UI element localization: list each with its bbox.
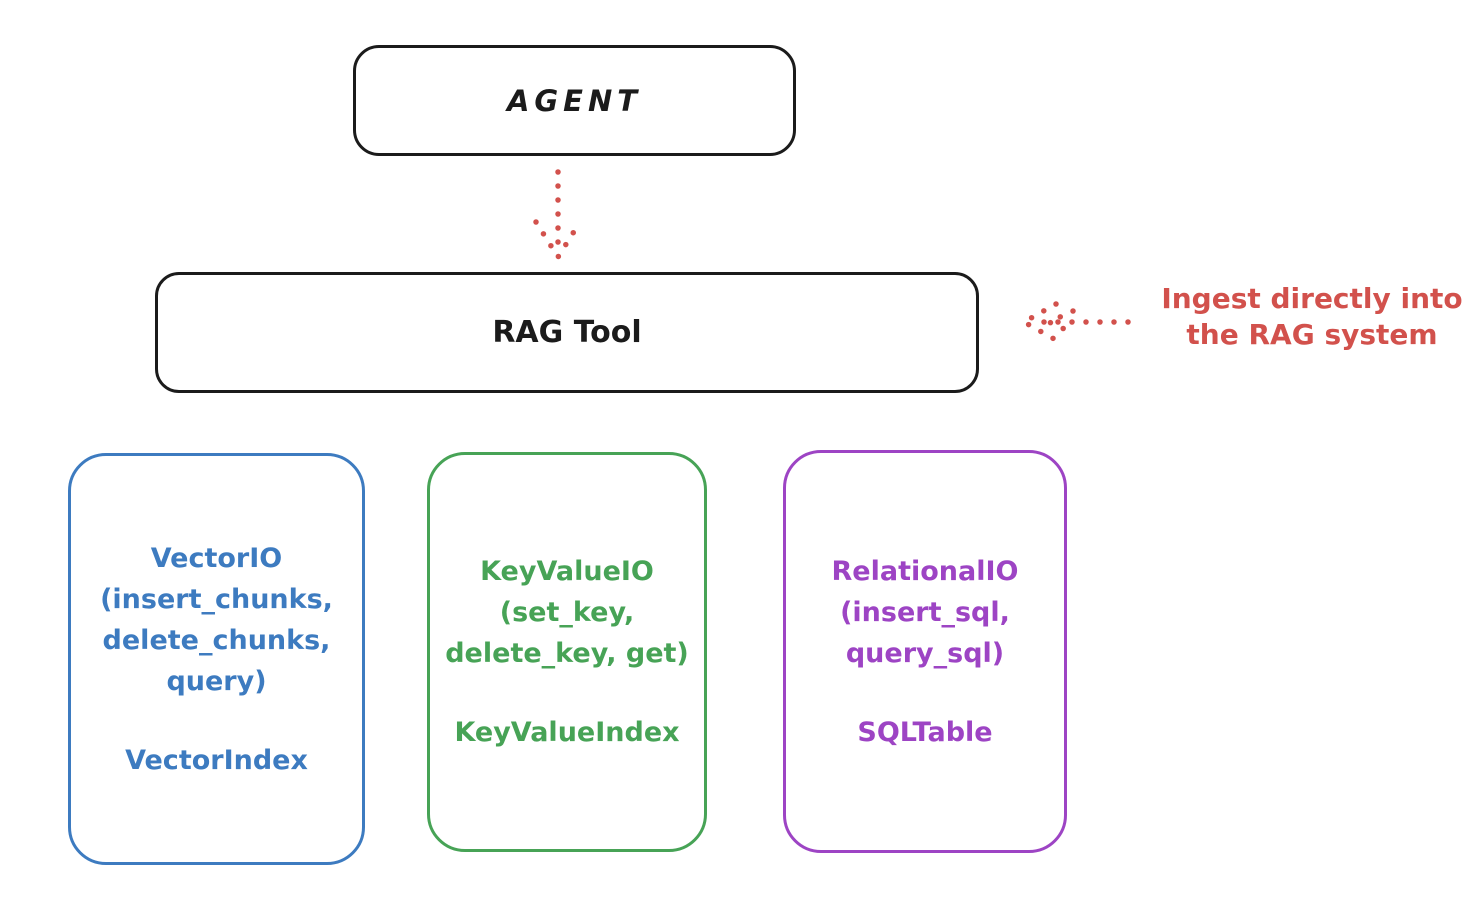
sql-table-label: SQLTable bbox=[857, 716, 993, 748]
relational-io-box: RelationalIO (insert_sql, query_sql) SQL… bbox=[783, 450, 1067, 853]
vector-io-box: VectorIO (insert_chunks, delete_chunks, … bbox=[68, 453, 365, 865]
agent-label: AGENT bbox=[506, 83, 643, 118]
store-line: delete_chunks, bbox=[102, 624, 331, 656]
vector-io-text: VectorIO (insert_chunks, delete_chunks, … bbox=[100, 538, 333, 702]
relational-io-text: RelationalIO (insert_sql, query_sql) bbox=[832, 551, 1019, 674]
agent-to-rag-arrow-head bbox=[533, 219, 583, 263]
keyvalue-index-label: KeyValueIndex bbox=[454, 717, 680, 748]
rag-tool-label: RAG Tool bbox=[492, 315, 642, 350]
store-line: (set_key, bbox=[499, 597, 635, 628]
store-line: delete_key, get) bbox=[445, 638, 689, 669]
ingest-arrow-head bbox=[1018, 301, 1059, 343]
store-line: (insert_chunks, bbox=[100, 583, 333, 615]
store-line: query_sql) bbox=[845, 637, 1005, 669]
store-line: query) bbox=[166, 665, 267, 697]
store-line: KeyValueIO bbox=[480, 556, 654, 587]
agent-box: AGENT bbox=[353, 45, 796, 156]
ingest-annotation-line2: the RAG system bbox=[1186, 318, 1438, 351]
store-line: RelationalIO bbox=[831, 555, 1019, 587]
store-line: (insert_sql, bbox=[840, 596, 1010, 628]
vector-index-label: VectorIndex bbox=[125, 744, 308, 776]
ingest-annotation: Ingest directly into the RAG system bbox=[1140, 281, 1484, 353]
rag-tool-box: RAG Tool bbox=[155, 272, 979, 393]
ingest-annotation-line1: Ingest directly into bbox=[1161, 282, 1463, 315]
keyvalue-io-text: KeyValueIO (set_key, delete_key, get) bbox=[445, 551, 689, 674]
store-line: VectorIO bbox=[150, 542, 283, 574]
keyvalue-io-box: KeyValueIO (set_key, delete_key, get) Ke… bbox=[427, 452, 707, 852]
ingest-arrow-head-inner bbox=[1042, 308, 1076, 336]
